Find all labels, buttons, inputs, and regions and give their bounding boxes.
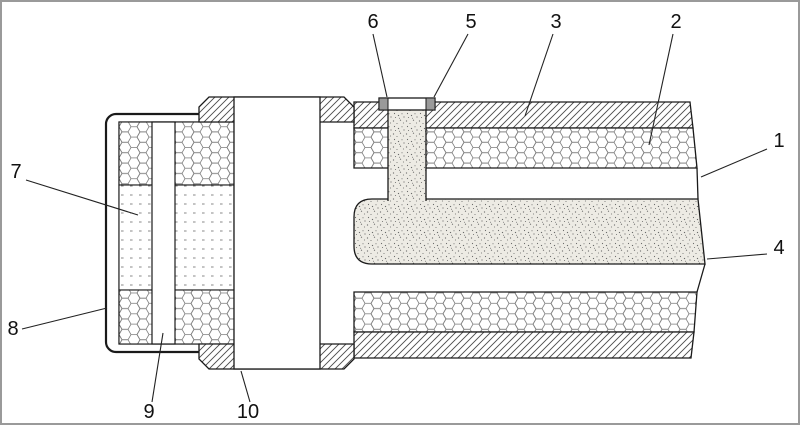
ref-label-7: 7 [10, 161, 21, 183]
cap-honeycomb-top [118, 121, 235, 186]
port-cap-left-tab [378, 97, 389, 111]
port-cap-right-tab [425, 97, 436, 111]
ref-label-3: 3 [550, 11, 561, 33]
ref-label-4: 4 [773, 237, 784, 259]
leader-8 [21, 307, 108, 330]
inner-core-layer [353, 198, 706, 265]
outer-pipe-layers [353, 101, 706, 359]
ref-label-10: 10 [237, 401, 259, 423]
leader-10 [240, 370, 251, 403]
cap-honeycomb-bottom [118, 289, 235, 345]
leader-4 [706, 253, 768, 260]
ref-label-1: 1 [773, 130, 784, 152]
ref-label-9: 9 [143, 401, 154, 423]
divider-strip [151, 121, 176, 345]
ref-label-5: 5 [465, 11, 476, 33]
fitting-body [233, 96, 321, 370]
port-tube-walls [387, 109, 427, 201]
leader-2 [648, 33, 674, 146]
leader-3 [524, 33, 554, 117]
leader-7 [25, 179, 139, 216]
reference-labels: 1 2 3 4 5 6 7 8 9 10 [7, 11, 784, 423]
bottom-honeycomb-layer [353, 291, 698, 333]
leader-lines [21, 33, 768, 403]
bottom-hatch-layer [353, 331, 695, 359]
ref-label-6: 6 [367, 11, 378, 33]
ref-label-8: 8 [7, 318, 18, 340]
end-cap-assembly [104, 112, 242, 354]
central-fitting [198, 96, 355, 370]
leader-9 [151, 332, 164, 403]
ref-label-2: 2 [670, 11, 681, 33]
leader-1 [700, 148, 768, 178]
pipe-break-edge-upper [696, 167, 699, 200]
injection-port [378, 97, 436, 201]
leader-5 [433, 33, 469, 98]
port-tube-fill [388, 109, 426, 201]
leader-6 [372, 33, 388, 98]
cap-dotted-core [118, 184, 235, 291]
pipe-break-edge-lower [696, 263, 706, 293]
